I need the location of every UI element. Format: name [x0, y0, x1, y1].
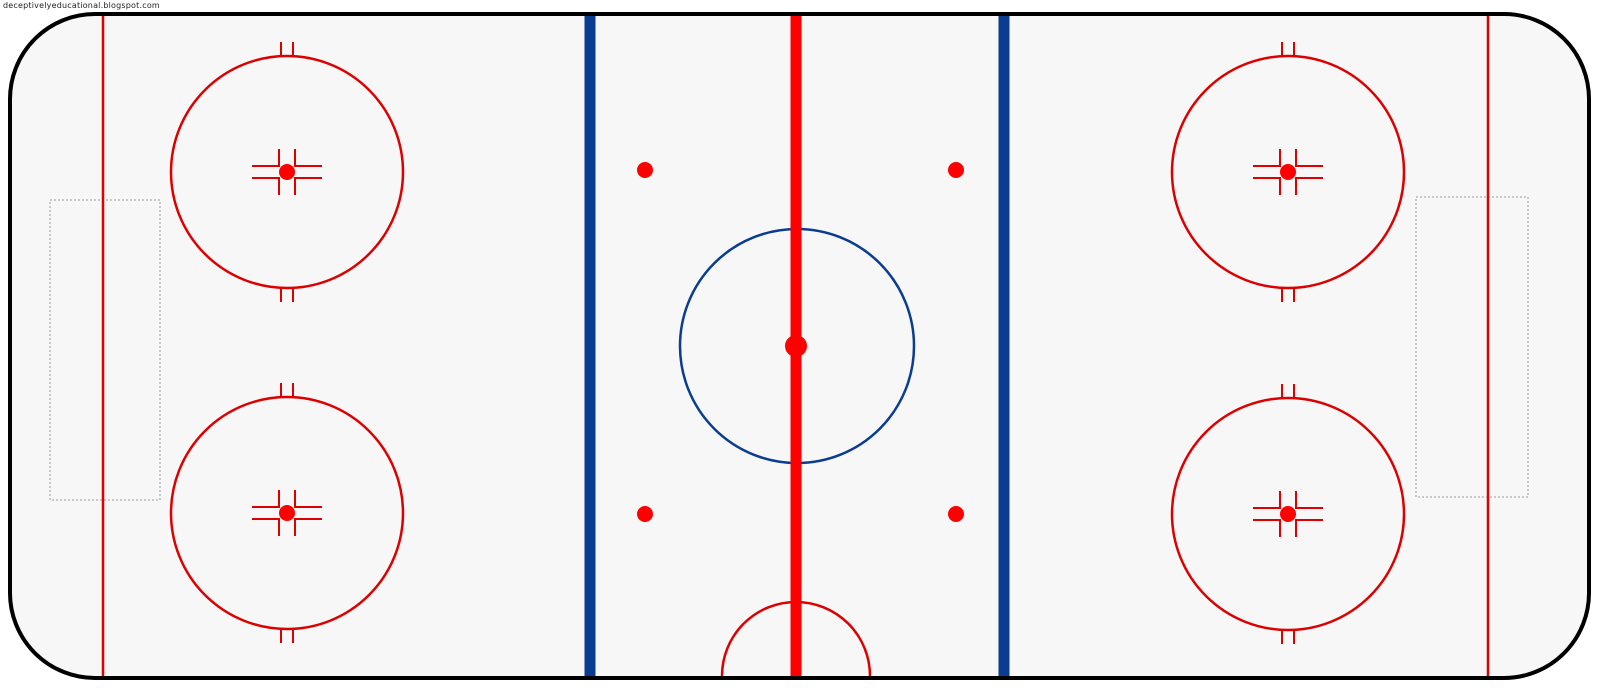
faceoff-l-marker	[252, 149, 280, 167]
faceoff-dot	[279, 164, 295, 180]
faceoff-l-marker	[1253, 177, 1281, 195]
faceoff-l-marker	[1253, 519, 1281, 537]
watermark-text: deceptivelyeducational.blogspot.com	[3, 1, 160, 10]
faceoff-l-marker	[252, 177, 280, 195]
faceoff-circle	[1170, 54, 1406, 290]
center-faceoff-dot	[785, 335, 807, 357]
faceoff-l-marker	[1295, 149, 1323, 167]
faceoff-l-marker	[1295, 491, 1323, 509]
faceoff-l-marker	[252, 518, 280, 536]
left-crease-outline	[49, 199, 161, 501]
faceoff-l-marker	[294, 518, 322, 536]
faceoff-l-marker	[294, 177, 322, 195]
neutral-zone-dot	[948, 506, 964, 522]
faceoff-dot	[279, 505, 295, 521]
faceoff-l-marker	[294, 490, 322, 508]
end-zone-faceoff-circles	[169, 42, 1406, 644]
faceoff-circle	[1170, 396, 1406, 632]
faceoff-dot	[1280, 164, 1296, 180]
faceoff-dot	[1280, 506, 1296, 522]
neutral-zone-dot	[637, 506, 653, 522]
faceoff-l-marker	[1253, 149, 1281, 167]
faceoff-l-marker	[294, 149, 322, 167]
faceoff-l-marker	[1295, 519, 1323, 537]
faceoff-l-marker	[1253, 491, 1281, 509]
neutral-zone-dot	[948, 162, 964, 178]
faceoff-circle	[169, 54, 405, 290]
faceoff-l-marker	[1295, 177, 1323, 195]
faceoff-l-marker	[252, 490, 280, 508]
faceoff-circle	[169, 395, 405, 631]
right-crease-outline	[1415, 196, 1529, 498]
neutral-zone-dot	[637, 162, 653, 178]
